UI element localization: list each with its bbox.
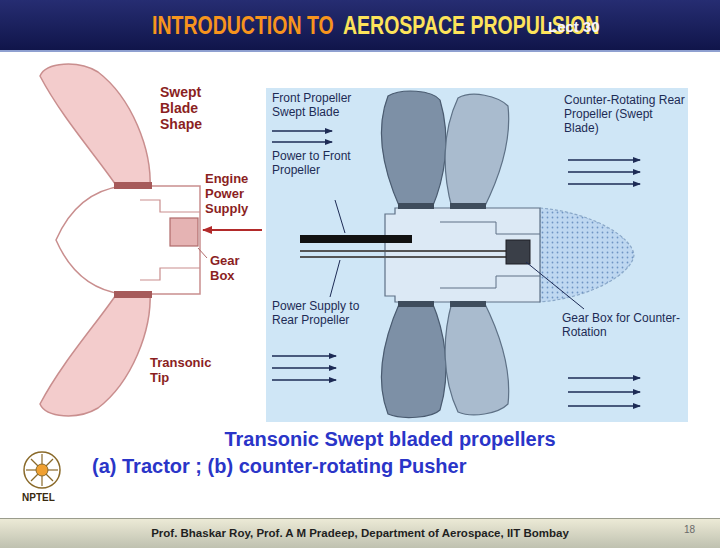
part-label: Power to Front Propeller — [272, 150, 352, 178]
blade-root — [398, 301, 434, 307]
gear-box — [506, 240, 530, 264]
title-band: INTRODUCTION TOAEROSPACE PROPULSIONLect … — [0, 0, 720, 52]
part-label: Engine Power Supply — [205, 172, 263, 217]
part-label: Transonic Tip — [150, 356, 234, 386]
title-text: INTRODUCTION TO — [152, 11, 334, 40]
page-number: 18 — [684, 524, 695, 536]
logo-text: NPTEL — [22, 492, 55, 504]
hub-step — [440, 222, 540, 288]
swept-blade — [40, 292, 150, 416]
part-label: Gear Box for Counter-Rotation — [562, 312, 686, 340]
part-label: Swept Blade Shape — [160, 84, 224, 132]
figure-panel: Front Propeller Swept BladePower to Fron… — [266, 88, 688, 422]
blade-root — [398, 203, 434, 209]
tractor-propeller — [40, 64, 262, 416]
power-arrow — [203, 229, 262, 231]
rear-blade — [445, 302, 509, 415]
blade-root — [114, 182, 152, 189]
rear-blade — [445, 94, 509, 208]
hub-step — [140, 268, 200, 280]
blade-root — [114, 291, 152, 298]
leader-line — [335, 200, 345, 233]
front-shaft — [300, 235, 412, 243]
panel-ground — [266, 88, 688, 422]
footer-band: Prof. Bhaskar Roy, Prof. A M Pradeep, De… — [0, 518, 720, 548]
blade-root — [450, 301, 486, 307]
part-label: Counter-Rotating Rear Propeller (Swept B… — [564, 94, 686, 135]
rear-power-line — [300, 256, 506, 258]
spinner-cone — [540, 208, 634, 302]
blade-root — [450, 203, 486, 209]
figure-caption: Transonic Swept bladed propellers — [0, 428, 720, 451]
part-label: Power Supply to Rear Propeller — [272, 300, 362, 328]
logo-emblem — [24, 452, 60, 488]
footer-credit: Prof. Bhaskar Roy, Prof. A M Pradeep, De… — [0, 527, 720, 540]
airflow-arrows — [272, 131, 640, 406]
hub-step — [140, 200, 200, 212]
part-label: Gear Box — [210, 254, 260, 284]
front-blade — [381, 302, 446, 417]
leader-line — [526, 262, 584, 309]
hub-spinner — [56, 186, 200, 294]
caption-line: (a) Tractor ; (b) counter-rotating Pushe… — [92, 455, 692, 478]
leader-line — [198, 248, 207, 258]
leader-line — [330, 260, 340, 297]
counter-rotating-propeller — [300, 91, 634, 417]
gear-box — [170, 218, 198, 246]
part-label: Front Propeller Swept Blade — [272, 92, 368, 120]
swept-blade — [40, 64, 150, 188]
hub-body — [385, 208, 540, 302]
rear-power-line — [300, 250, 506, 252]
lecture-number: Lect 30 — [548, 18, 600, 35]
front-blade — [381, 91, 446, 208]
